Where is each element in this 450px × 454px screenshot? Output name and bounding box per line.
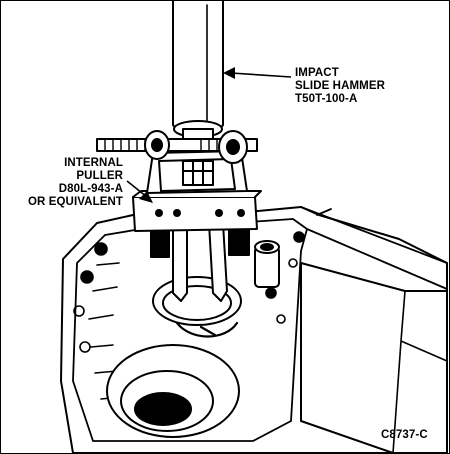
label-internal-puller-line-3: D80L-943-A: [58, 183, 123, 195]
snap-ring: [175, 321, 239, 338]
label-internal-puller: INTERNAL PULLER D80L-943-A OR EQUIVALENT: [19, 157, 123, 209]
case-flange: [300, 206, 448, 290]
crossbar-holes: [155, 209, 245, 217]
bearing-race: [152, 276, 242, 326]
figure-code: C8737-C: [381, 429, 428, 441]
label-internal-puller-line-4: OR EQUIVALENT: [27, 196, 123, 208]
puller-jaw-right: [208, 222, 228, 302]
label-slide-hammer: IMPACT SLIDE HAMMER T50T-100-A: [295, 67, 385, 106]
label-internal-puller-line-1: INTERNAL: [64, 157, 123, 169]
slide-hammer-shaft: [172, 1, 224, 134]
label-slide-hammer-line-2: SLIDE HAMMER: [295, 80, 386, 92]
puller-jaw-left: [172, 222, 188, 302]
forcing-nut: [182, 160, 214, 186]
leader-slide-hammer: [230, 72, 292, 78]
side-housing: [300, 262, 448, 453]
label-slide-hammer-line-1: IMPACT: [295, 67, 339, 79]
case-ribs: [88, 262, 122, 400]
label-internal-puller-line-2: PULLER: [76, 170, 123, 182]
label-slide-hammer-line-3: T50T-100-A: [295, 93, 358, 105]
